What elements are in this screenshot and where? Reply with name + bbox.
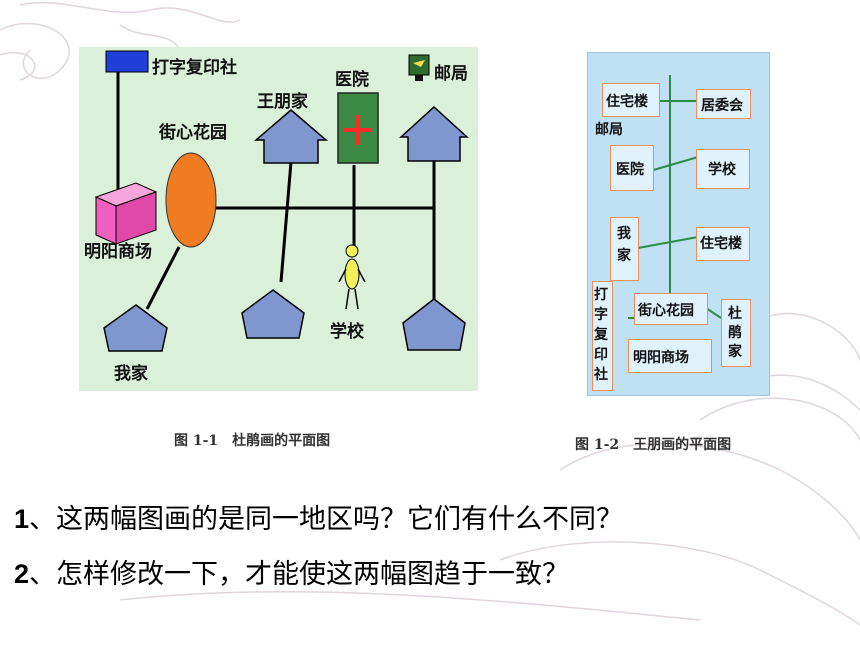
label-post-office: 邮局 [434,64,468,84]
label-my-home-2: 我家 [617,226,631,264]
student-figure-icon [338,244,366,310]
box-garden [634,293,708,325]
box-committee [696,89,751,119]
label-school: 学校 [330,322,364,342]
question-1-number: 1 [14,504,30,534]
figure-1-caption: 图 1-1 杜鹃画的平面图 [174,433,331,449]
label-wang-home: 王朋家 [257,92,308,112]
mall-icon [94,182,158,245]
label-print-shop-2: 打字复印社 [594,287,608,383]
label-post-office-2: 邮局 [595,122,623,138]
label-mall-2: 明阳商场 [633,350,689,366]
garden-icon [165,152,217,248]
label-residence-mid: 住宅楼 [700,236,742,252]
figure-1-map: 打字复印社 医院 邮局 王朋家 街心花园 明阳商场 学校 我家 [79,47,478,391]
figure-1-roads [116,69,436,310]
label-my-home: 我家 [114,364,148,384]
wang-home-house-icon [253,109,329,164]
label-residence-top: 住宅楼 [606,94,648,110]
question-2-number: 2 [14,559,30,589]
red-cross-icon [344,115,372,145]
question-2-text: 、怎样修改一下，才能使这两幅图趋于一致？ [29,559,570,590]
figure-2-roads [628,75,722,319]
box-dujuan-home [721,299,751,367]
figure-2-caption: 图 1-2 王朋画的平面图 [575,437,732,453]
post-office-icon [408,54,430,81]
figure-2-drawing [628,75,722,319]
box-mall [628,339,712,373]
label-school-2: 学校 [708,162,736,178]
question-1-text: 、这两幅图画的是同一地区吗？它们有什么不同？ [29,504,624,535]
figure-2-map: 住宅楼 邮局 居委会 医院 学校 我家 住宅楼 打字复印社 街心花园 杜鹃家 明… [587,52,770,396]
label-dujuan-home: 杜鹃家 [728,306,742,360]
box-my-home [610,217,639,281]
label-hospital-2: 医院 [616,162,644,178]
house-icon-top-right [399,105,469,162]
print-shop-icon [105,50,149,73]
box-school [696,149,750,189]
label-garden-2: 街心花园 [638,303,694,319]
box-residence-mid [696,227,750,261]
house-icon-bottom-right [402,298,466,351]
box-print-shop [592,281,613,391]
label-hospital: 医院 [335,70,369,90]
label-print-shop: 打字复印社 [152,58,237,78]
question-2: 2、怎样修改一下，才能使这两幅图趋于一致？ [14,552,569,591]
label-mall: 明阳商场 [84,242,152,262]
figure-1-drawing [94,50,469,352]
box-hospital [610,145,654,191]
question-1: 1、这两幅图画的是同一地区吗？它们有什么不同？ [14,497,623,536]
label-garden: 街心花园 [159,123,227,143]
label-committee: 居委会 [701,98,743,114]
my-home-house-icon [103,304,168,352]
box-residence-top [602,83,660,117]
house-icon-bottom-middle [241,289,305,339]
